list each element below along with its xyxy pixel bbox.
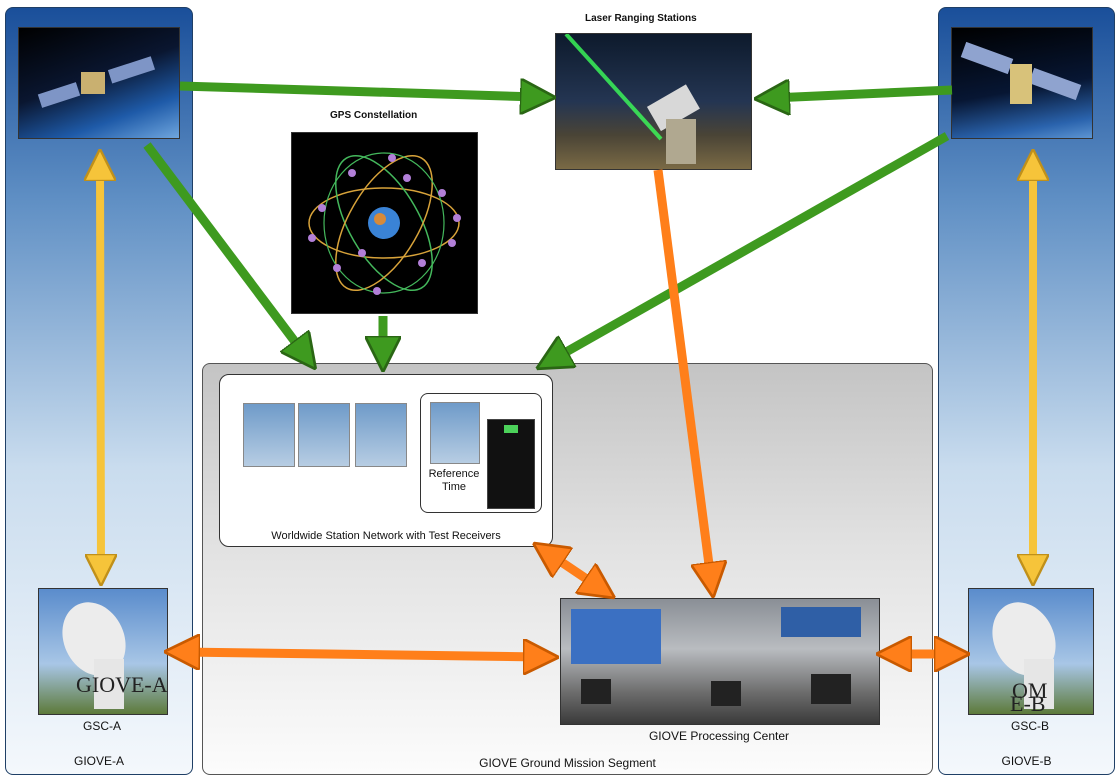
arrow-laser-to-processing: [653, 169, 711, 580]
test-receiver-3: [355, 403, 407, 467]
reference-receiver: [430, 402, 480, 464]
gsc-a-antenna-image: [38, 588, 168, 715]
giove-b-overlay-text: E-B: [1010, 691, 1046, 716]
gps-title: GPS Constellation: [330, 110, 418, 121]
arrow-giove-a-to-laser: [179, 86, 538, 97]
giove-b-label: GIOVE-B: [1001, 754, 1052, 768]
giove-a-label: GIOVE-A: [73, 754, 124, 768]
reference-time-label: Reference Time: [428, 468, 480, 493]
arrow-giove-b-to-network: [552, 132, 950, 360]
laser-station-image: [555, 33, 752, 170]
gsc-a-label: GSC-A: [82, 719, 121, 733]
arrow-giove-a-to-network: [143, 142, 305, 355]
test-receiver-2: [298, 403, 350, 467]
arrow-network-processing: [548, 553, 600, 588]
station-network-caption: Worldwide Station Network with Test Rece…: [271, 530, 501, 542]
gps-constellation-image: [291, 132, 478, 314]
giove-b-satellite-image: [951, 27, 1093, 139]
arrow-giove-a-gsc-a: [100, 165, 101, 570]
giove-b-overlay-text-top: OM: [1012, 678, 1048, 703]
processing-center-caption: GIOVE Processing Center: [648, 729, 790, 743]
atomic-clock-rack: [487, 419, 535, 509]
laser-stations-title: Laser Ranging Stations: [585, 13, 697, 24]
gsc-b-label: GSC-B: [1010, 719, 1049, 733]
giove-a-overlay-text: GIOVE-A: [76, 672, 168, 697]
processing-center-image: [560, 598, 880, 725]
gsc-b-antenna-image: [968, 588, 1094, 715]
ground-mission-segment-label: GIOVE Ground Mission Segment: [479, 756, 656, 770]
giove-a-satellite-image: [18, 27, 180, 139]
test-receiver-1: [243, 403, 295, 467]
arrow-gsc-a-processing: [182, 652, 541, 657]
arrow-giove-b-to-laser: [772, 90, 953, 98]
